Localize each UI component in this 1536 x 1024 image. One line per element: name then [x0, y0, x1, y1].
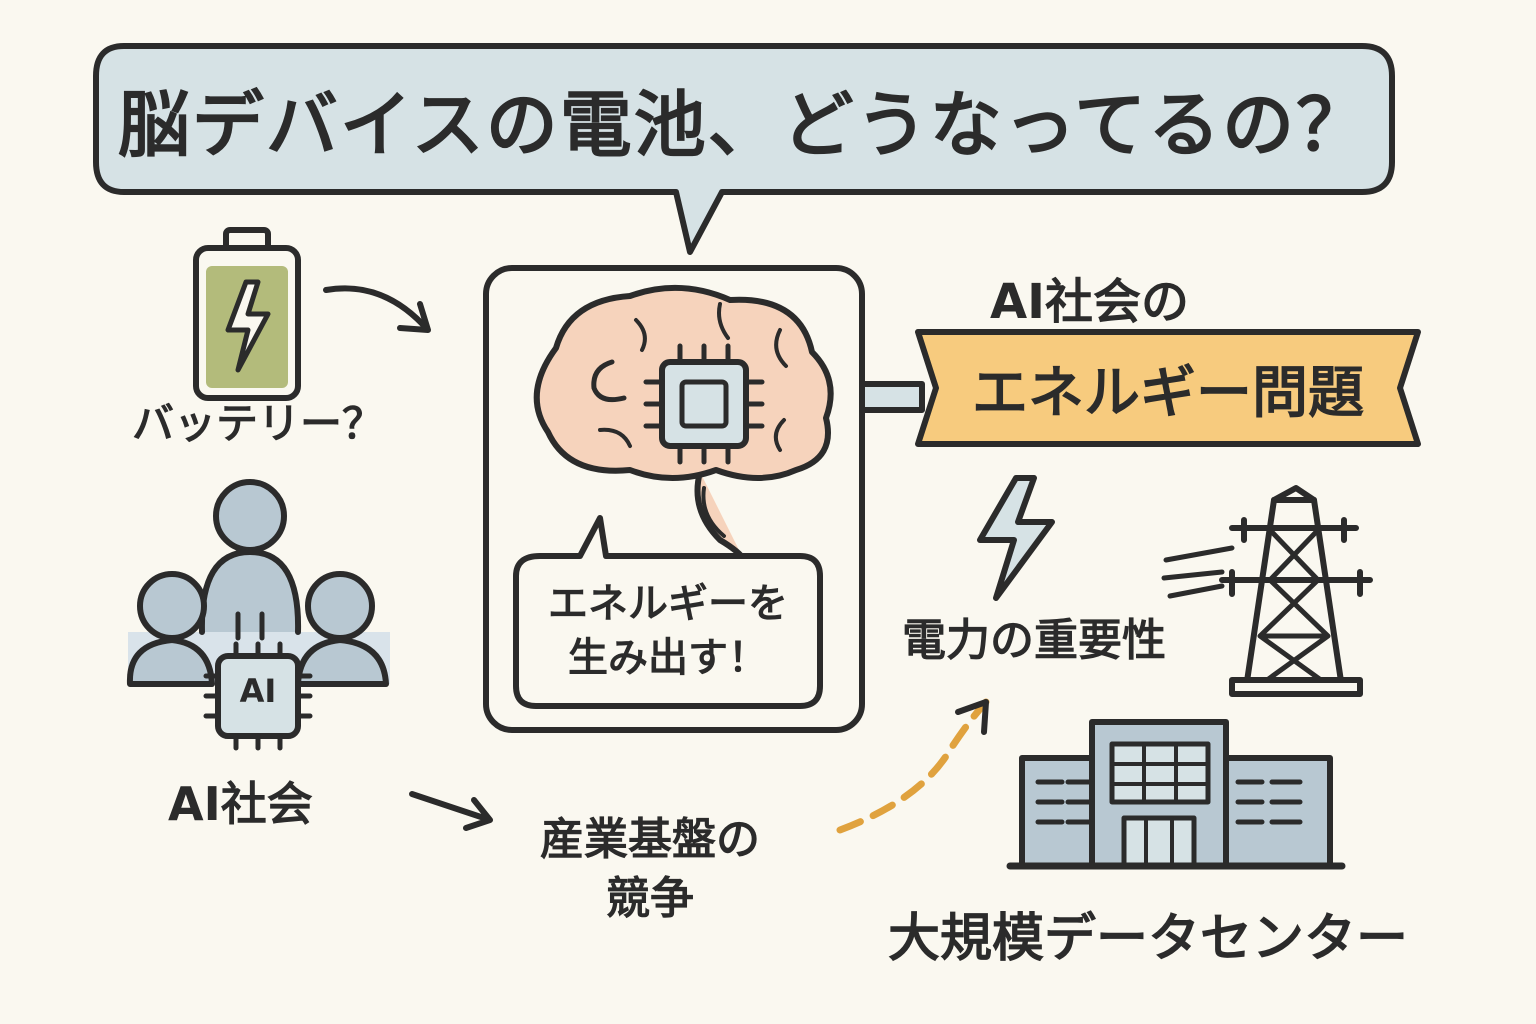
people-icon — [126, 479, 390, 687]
connector-bar — [859, 381, 925, 413]
battery-icon — [193, 227, 301, 401]
page-title: 脳デバイスの電池、どうなってるの？ — [117, 82, 1371, 167]
chip-icon — [643, 343, 765, 465]
brain-message-bubble — [513, 515, 823, 709]
power-importance-label: 電力の重要性 — [902, 615, 1166, 666]
industry-label: 産業基盤の 競争 — [540, 810, 760, 929]
datacenter-label: 大規模データセンター — [888, 909, 1409, 969]
energy-intro-label: AI社会の — [990, 274, 1190, 330]
chip-ai-text: AI — [239, 672, 277, 710]
arrow-icon — [955, 699, 989, 735]
power-tower-icon — [1161, 485, 1373, 697]
industry-label-line2: 競争 — [606, 873, 694, 925]
battery-label: バッテリー？ — [132, 399, 385, 448]
brain-message-line1: エネルギーを — [548, 581, 788, 627]
energy-banner — [915, 329, 1421, 447]
brain-message: エネルギーを 生み出す！ — [516, 556, 820, 706]
arrow-icon — [409, 791, 493, 831]
lightning-icon — [977, 475, 1055, 601]
chip-icon — [203, 641, 313, 751]
building-icon — [1006, 719, 1346, 870]
energy-problem-title: エネルギー問題 — [972, 360, 1364, 426]
arrow-icon — [836, 698, 990, 834]
ai-society-label: AI社会 — [168, 777, 313, 831]
arrow-icon — [323, 285, 431, 333]
title-bubble — [93, 43, 1395, 255]
industry-label-line1: 産業基盤の — [540, 814, 760, 865]
brain-message-line2: 生み出す！ — [568, 635, 768, 681]
